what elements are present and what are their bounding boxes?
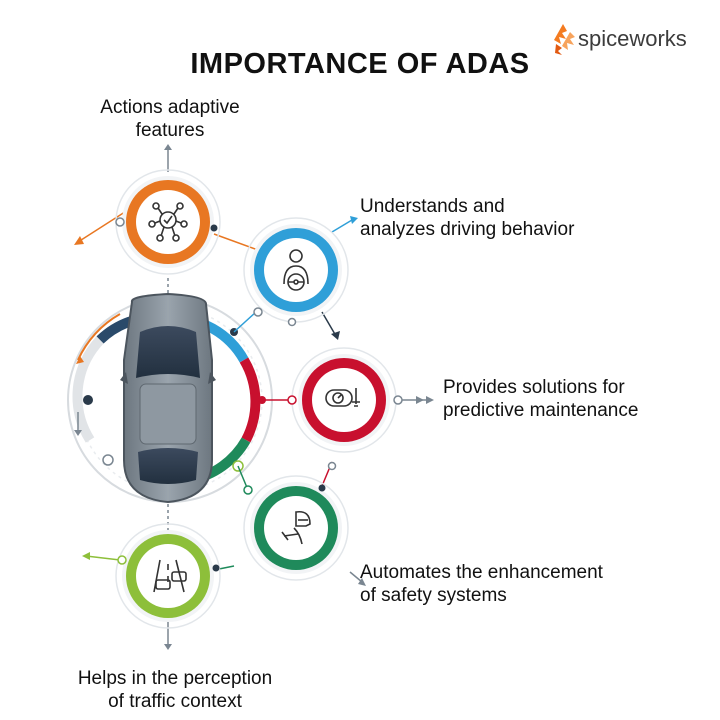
label-line: Helps in the perception	[77, 668, 273, 689]
spiceworks-flame-logo-icon	[554, 24, 575, 55]
brand-logo: spiceworks	[550, 18, 710, 58]
node-traffic-context	[115, 523, 221, 629]
label-line: Automates the enhancement	[360, 562, 603, 583]
driver-steering-icon	[283, 249, 309, 291]
page-title: IMPORTANCE OF ADAS	[190, 48, 530, 80]
label-line: analyzes driving behavior	[360, 219, 575, 240]
label-line: Understands and	[360, 196, 505, 217]
label-traffic-context: Helps in the perception of traffic conte…	[40, 667, 310, 713]
label-driving-behavior: Understands and analyzes driving behavio…	[360, 195, 690, 241]
label-line: Provides solutions for	[443, 377, 625, 398]
label-actions-adaptive-features: Actions adaptive features	[60, 96, 280, 142]
label-line: of safety systems	[360, 585, 507, 606]
label-line: predictive maintenance	[443, 400, 639, 421]
label-line: Actions adaptive	[100, 97, 240, 118]
driver-helmet-icon	[281, 510, 311, 545]
connectors	[74, 144, 434, 650]
network-check-icon	[148, 202, 188, 242]
label-line: of traffic context	[108, 691, 242, 712]
label-safety-systems: Automates the enhancement of safety syst…	[360, 561, 700, 607]
label-predictive-maintenance: Provides solutions for predictive mainte…	[443, 376, 713, 422]
node-predictive-maintenance	[287, 347, 403, 471]
node-actions-adaptive-features	[115, 169, 221, 275]
traffic-cars-icon	[153, 559, 187, 593]
label-line: features	[135, 120, 205, 141]
maintenance-gauge-icon	[325, 388, 360, 407]
brand-name: spiceworks	[578, 26, 687, 51]
node-driving-behavior	[243, 217, 349, 327]
car-top-view	[120, 292, 216, 504]
node-safety-systems	[243, 475, 349, 581]
